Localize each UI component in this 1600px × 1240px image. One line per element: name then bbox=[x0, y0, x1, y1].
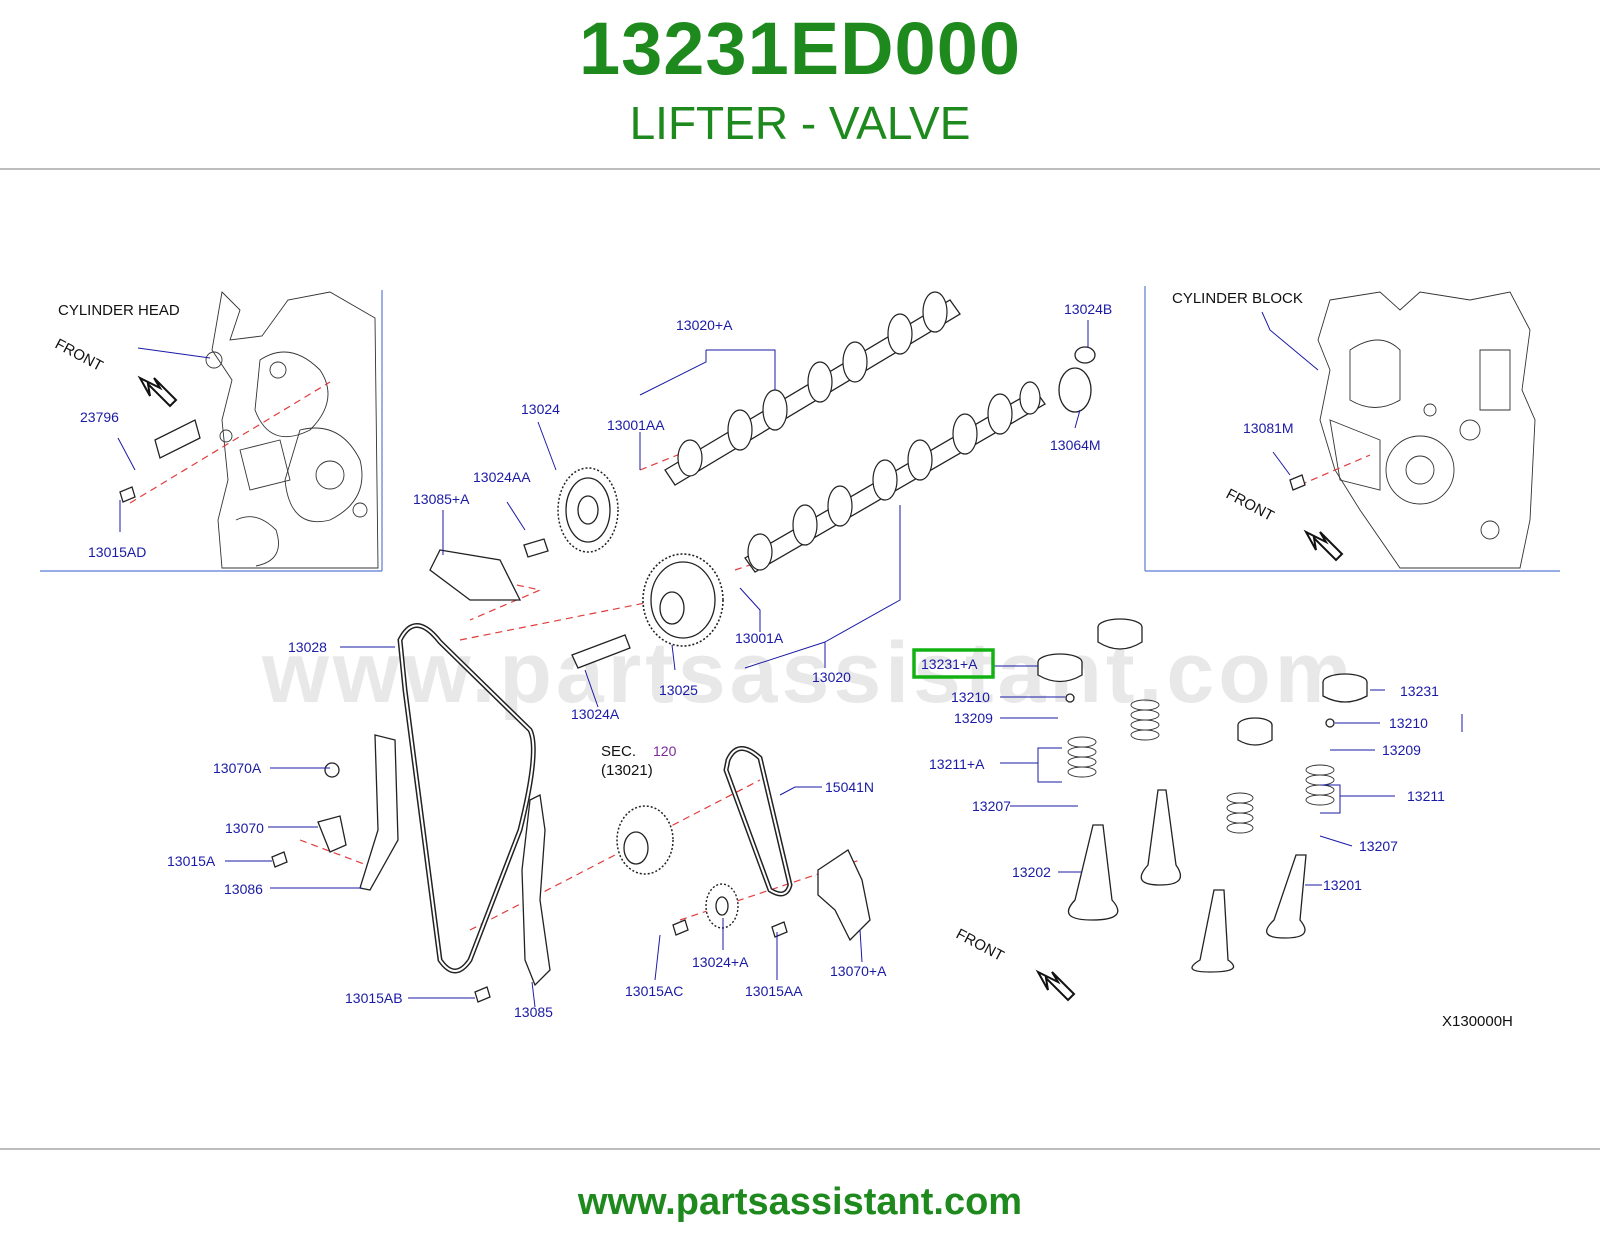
callout-13086[interactable]: 13086 bbox=[224, 881, 263, 897]
leader-lines bbox=[117, 311, 1463, 1008]
valve-springs bbox=[1067, 699, 1335, 834]
camshaft-intake bbox=[744, 381, 1046, 573]
callout-13024A-lower[interactable]: 13024+A bbox=[692, 954, 749, 970]
callout-13210-right[interactable]: 13210 bbox=[1389, 715, 1428, 731]
callout-13024AA[interactable]: 13024AA bbox=[473, 469, 531, 485]
callout-13207-right[interactable]: 13207 bbox=[1359, 838, 1398, 854]
part-name: LIFTER - VALVE bbox=[629, 97, 971, 149]
callout-13025[interactable]: 13025 bbox=[659, 682, 698, 698]
cylinder-head-inset bbox=[40, 290, 383, 572]
callout-13001AA[interactable]: 13001AA bbox=[607, 417, 665, 433]
front-arrow-icon bbox=[1035, 969, 1076, 1002]
part-number: 13231ED000 bbox=[578, 7, 1022, 90]
front-label-2: FRONT bbox=[1223, 486, 1277, 525]
cylinder-head-label: CYLINDER HEAD bbox=[58, 302, 180, 319]
callout-13015AC[interactable]: 13015AC bbox=[625, 983, 683, 999]
watermark: www.partsassistant.com bbox=[261, 625, 1355, 721]
callout-13024A[interactable]: 13024A bbox=[571, 706, 620, 722]
front-arrow-icon bbox=[1303, 529, 1344, 562]
callout-13081M[interactable]: 13081M bbox=[1243, 420, 1294, 436]
crank-sprocket bbox=[616, 805, 674, 875]
chain-guides bbox=[359, 734, 871, 987]
callout-13201[interactable]: 13201 bbox=[1323, 877, 1362, 893]
callout-13070A[interactable]: 13070A bbox=[213, 760, 262, 776]
exhaust-sprocket bbox=[557, 467, 619, 553]
callout-13085A[interactable]: 13085+A bbox=[413, 491, 470, 507]
callout-13020[interactable]: 13020 bbox=[812, 669, 851, 685]
page-header: 13231ED000 LIFTER - VALVE bbox=[0, 0, 1600, 168]
callout-13209-right[interactable]: 13209 bbox=[1382, 742, 1421, 758]
callout-13210[interactable]: 13210 bbox=[951, 689, 990, 705]
callout-13015A[interactable]: 13015A bbox=[167, 853, 216, 869]
callout-13211[interactable]: 13211 bbox=[1407, 788, 1445, 804]
callout-13231[interactable]: 13231 bbox=[1400, 683, 1439, 699]
callout-13064M[interactable]: 13064M bbox=[1050, 437, 1101, 453]
callout-13028[interactable]: 13028 bbox=[288, 639, 327, 655]
callout-13001A[interactable]: 13001A bbox=[735, 630, 784, 646]
callout-labels: 23796 13015AD 13020+A 13024 13001AA 1302… bbox=[80, 301, 1445, 1020]
footer-divider bbox=[0, 1148, 1600, 1150]
callout-13070A-right[interactable]: 13070+A bbox=[830, 963, 887, 979]
idler-sprocket bbox=[705, 883, 739, 929]
valves bbox=[1067, 789, 1307, 973]
sec-subtitle: (13021) bbox=[601, 762, 653, 779]
timing-chain-primary bbox=[397, 623, 536, 974]
callout-15041N[interactable]: 15041N bbox=[825, 779, 874, 795]
front-arrow-icon bbox=[137, 375, 178, 408]
valve-lifters bbox=[1037, 618, 1368, 746]
callout-13209[interactable]: 13209 bbox=[954, 710, 993, 726]
parts-diagram: www.partsassistant.com bbox=[40, 286, 1560, 1030]
callout-13211A[interactable]: 13211+A bbox=[929, 756, 985, 772]
sec-number: 120 bbox=[653, 743, 677, 759]
timing-chain-secondary bbox=[723, 746, 793, 897]
highlight-box bbox=[912, 648, 995, 679]
callout-13020A[interactable]: 13020+A bbox=[676, 317, 733, 333]
callout-13070[interactable]: 13070 bbox=[225, 820, 264, 836]
cylinder-block-label: CYLINDER BLOCK bbox=[1172, 290, 1303, 307]
intake-sprocket bbox=[642, 553, 724, 647]
header-divider bbox=[0, 168, 1600, 170]
callout-13207[interactable]: 13207 bbox=[972, 798, 1011, 814]
cylinder-block-inset bbox=[1144, 286, 1560, 572]
sec-label: SEC. bbox=[601, 743, 636, 760]
callout-13085[interactable]: 13085 bbox=[514, 1004, 553, 1020]
front-label-1: FRONT bbox=[52, 336, 106, 375]
callout-13015AB[interactable]: 13015AB bbox=[345, 990, 403, 1006]
front-label-3: FRONT bbox=[953, 926, 1007, 965]
callout-13202[interactable]: 13202 bbox=[1012, 864, 1051, 880]
callout-13015AD[interactable]: 13015AD bbox=[88, 544, 146, 560]
diagram-code: X130000H bbox=[1442, 1013, 1513, 1030]
callout-23796[interactable]: 23796 bbox=[80, 409, 119, 425]
callout-13231A[interactable]: 13231+A bbox=[921, 656, 978, 672]
callout-13024[interactable]: 13024 bbox=[521, 401, 560, 417]
camshaft-exhaust bbox=[664, 291, 961, 486]
chain-tensioner bbox=[317, 762, 347, 853]
site-url[interactable]: www.partsassistant.com bbox=[577, 1181, 1023, 1223]
callout-13024B[interactable]: 13024B bbox=[1064, 301, 1112, 317]
small-parts bbox=[119, 346, 1335, 1003]
callout-13015AA[interactable]: 13015AA bbox=[745, 983, 803, 999]
